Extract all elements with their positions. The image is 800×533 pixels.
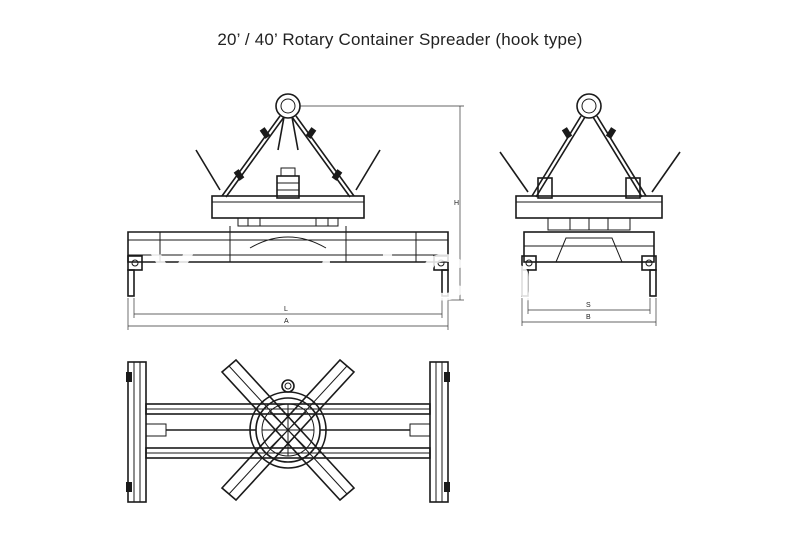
dimension-a-label: A	[284, 318, 289, 325]
top-lifting-eye	[281, 379, 295, 393]
front-guide-arm-left	[195, 149, 221, 191]
side-upper-beam	[515, 195, 663, 219]
dimension-h: H	[300, 105, 464, 301]
dimension-a: A	[127, 298, 449, 330]
side-motor-right	[625, 177, 641, 199]
side-guide-arm-right	[651, 151, 681, 193]
dimension-s: S	[527, 298, 651, 314]
dimension-b-label: B	[586, 314, 591, 321]
side-hook-right	[641, 255, 657, 297]
side-motor-left	[537, 177, 553, 199]
dimension-b: B	[521, 298, 657, 326]
front-motor	[276, 175, 300, 199]
top-end-frame-right	[429, 361, 450, 503]
dimension-h-label: H	[454, 200, 459, 207]
front-upper-beam	[211, 195, 365, 219]
front-guide-arm-right	[355, 149, 381, 191]
side-view: S B	[499, 93, 681, 326]
top-view	[126, 358, 450, 503]
dimension-s-label: S	[586, 302, 591, 309]
front-lifting-ring	[275, 93, 301, 119]
front-slewing-ring	[237, 217, 339, 227]
side-main-beam	[523, 231, 655, 263]
front-hook-left	[127, 255, 143, 297]
dimension-l-label: L	[284, 306, 288, 313]
watermark: Yuantai Crane	[150, 240, 616, 314]
side-guide-arm-left	[499, 151, 529, 193]
side-slings	[531, 115, 647, 198]
top-end-frame-left	[126, 361, 147, 503]
front-view: H L A	[127, 93, 464, 330]
front-hook-right	[433, 255, 449, 297]
side-hook-left	[521, 255, 537, 297]
dimension-l: L	[133, 298, 443, 318]
side-lifting-ring	[576, 93, 602, 119]
diagram-title: 20’ / 40’ Rotary Container Spreader (hoo…	[217, 30, 583, 49]
front-slings	[221, 115, 355, 198]
